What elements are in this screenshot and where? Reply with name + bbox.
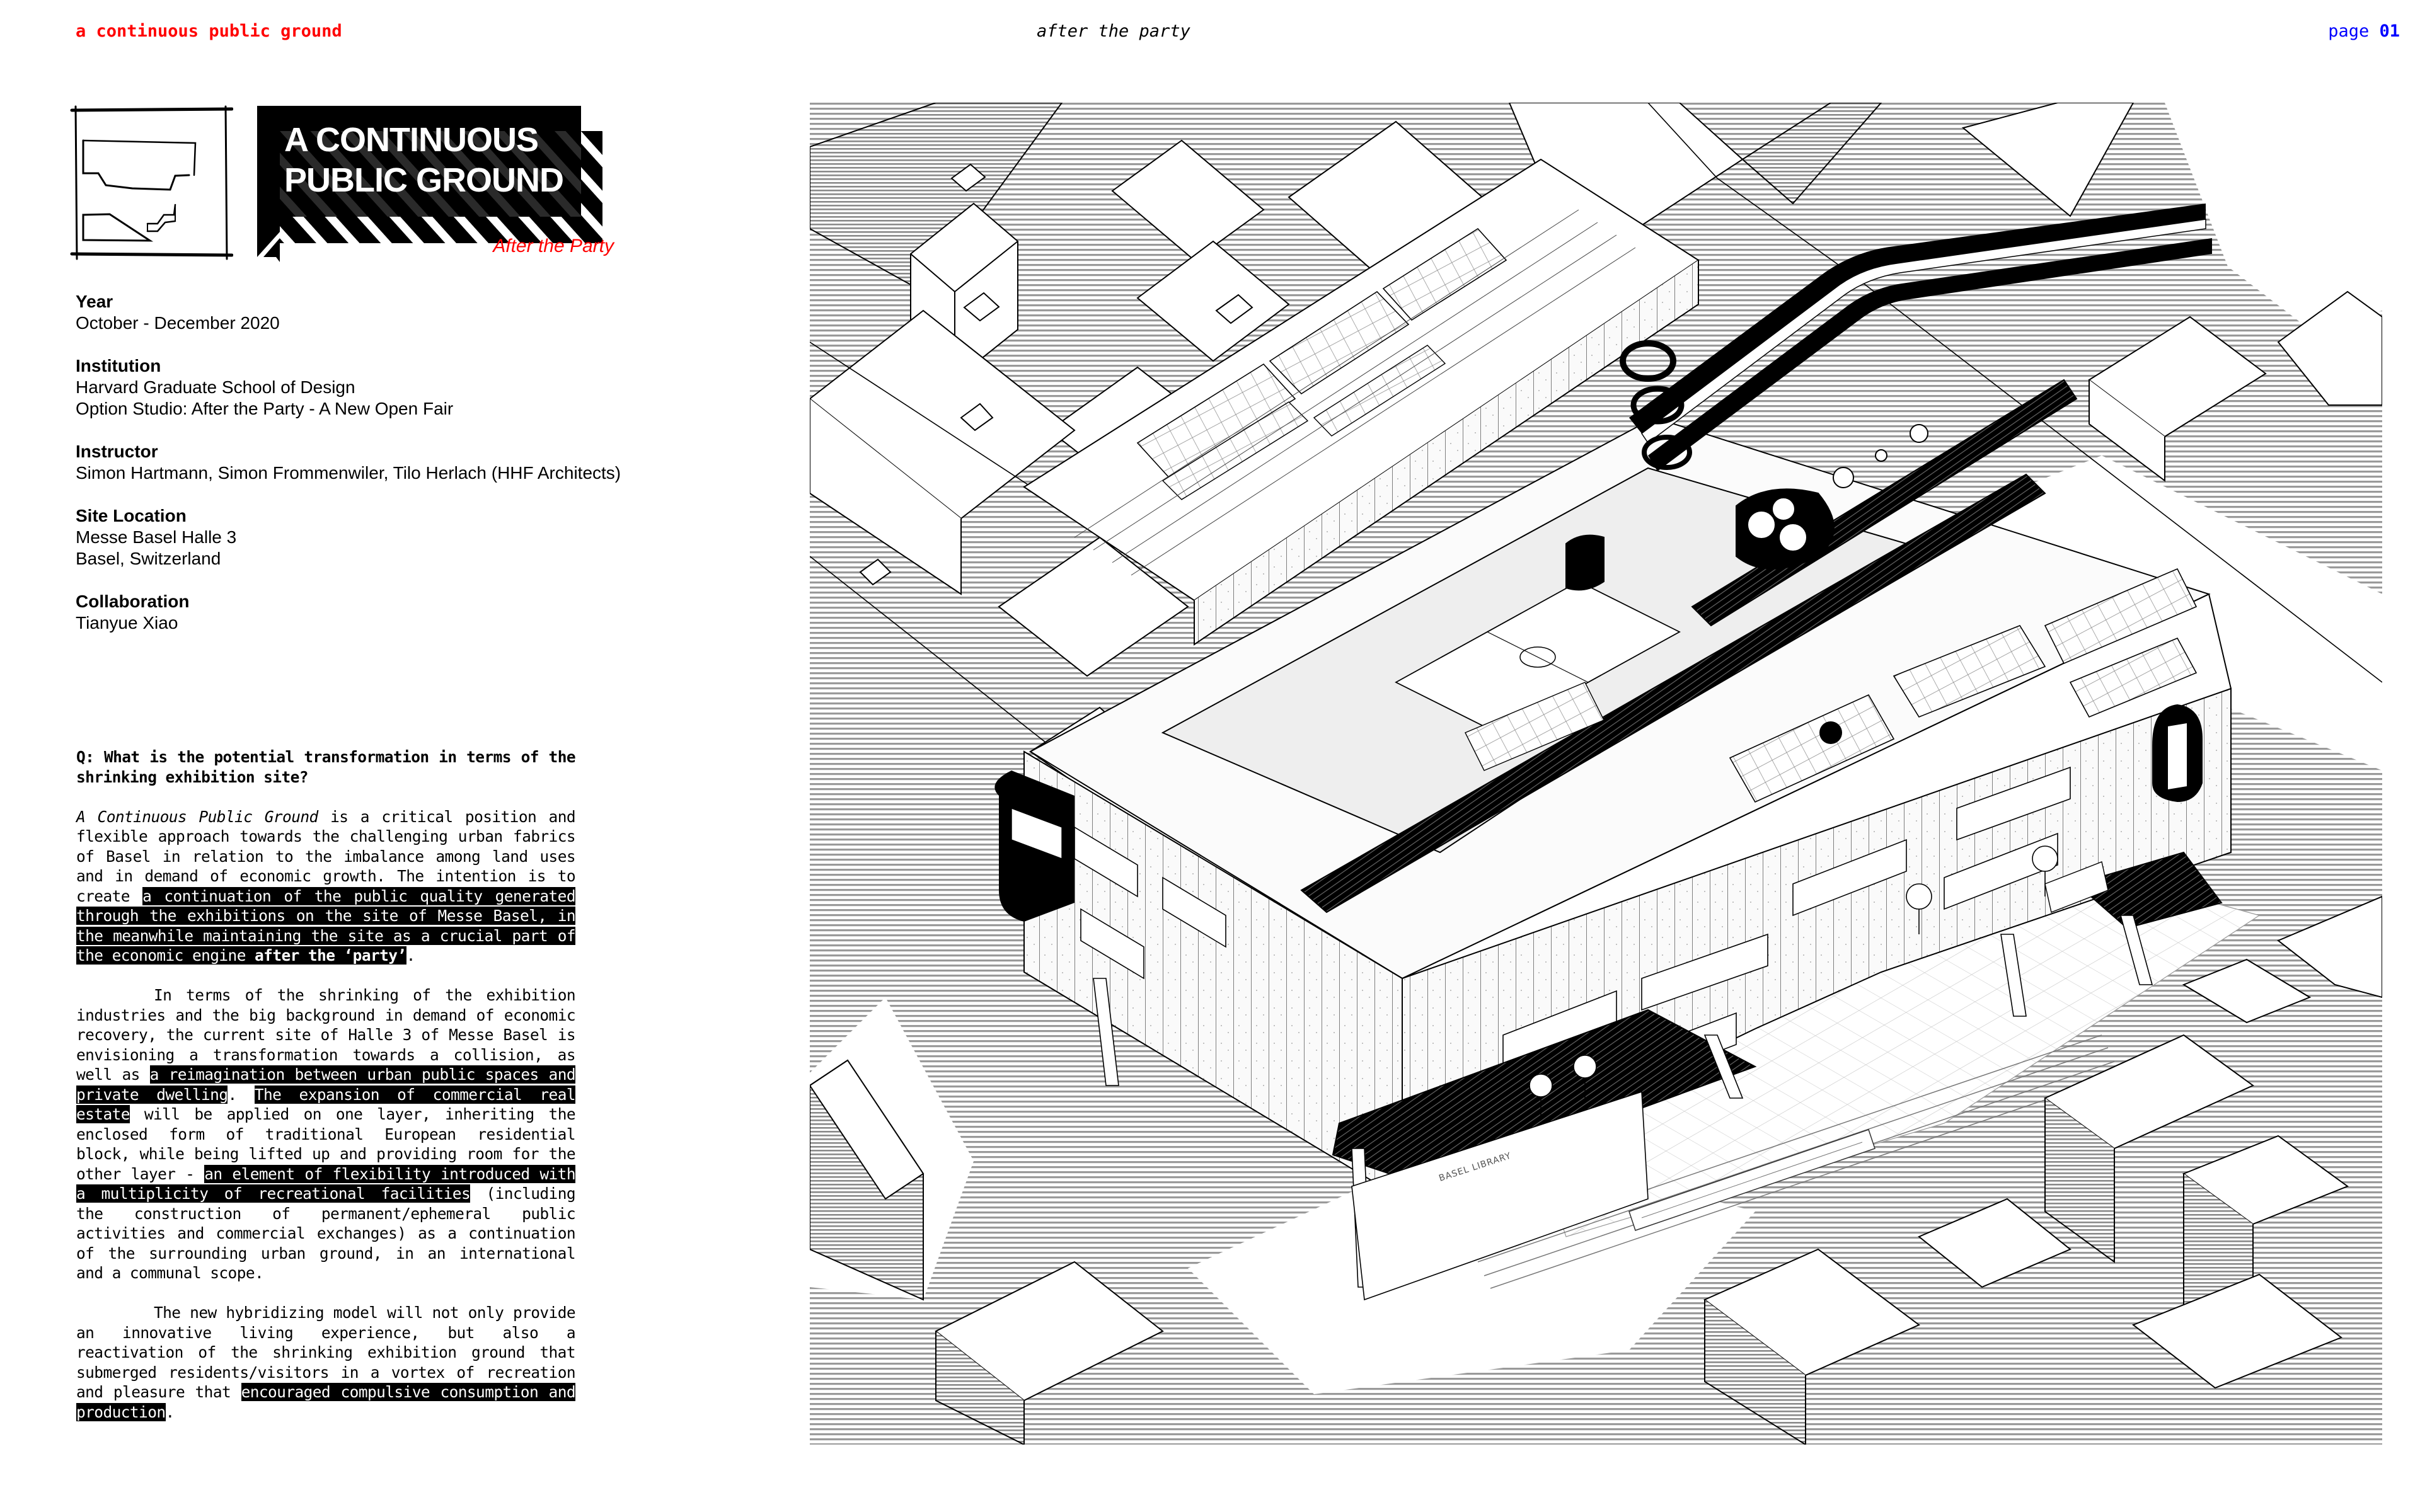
info-value: Basel, Switzerland — [76, 549, 221, 568]
essay-paragraph-3: The new hybridizing model will not only … — [76, 1303, 576, 1422]
essay-text: (including the construction of permanent… — [76, 1184, 576, 1282]
info-label: Instructor — [76, 442, 158, 461]
info-label: Site Location — [76, 506, 187, 525]
library-frontage — [1351, 1091, 1649, 1301]
essay: Q: What is the potential transformation … — [76, 747, 576, 1442]
project-title: A CONTINUOUS PUBLIC GROUND — [284, 120, 564, 200]
essay-question: Q: What is the potential transformation … — [76, 748, 576, 786]
info-value: Tianyue Xiao — [76, 613, 178, 633]
info-institution: Institution Harvard Graduate School of D… — [76, 355, 706, 420]
main-building-south-block: BASEL LIBRARY — [994, 379, 2232, 1301]
essay-text: is a critical position and flexible appr… — [76, 807, 576, 905]
terrace-lines — [1074, 209, 1636, 576]
tram — [1628, 1129, 1876, 1231]
plaza-trees — [1529, 845, 2058, 1117]
info-value: Messe Basel Halle 3 — [76, 527, 237, 547]
black-tower — [1565, 534, 1605, 591]
info-instructor: Instructor Simon Hartmann, Simon Frommen… — [76, 441, 706, 484]
project-info: Year October - December 2020 Institution… — [76, 291, 706, 655]
essay-paragraph-1: A Continuous Public Ground is a critical… — [76, 807, 576, 966]
spiral-stair — [1620, 340, 1676, 382]
project-subtitle: After the Party — [493, 236, 614, 256]
page-word: page — [2328, 21, 2370, 41]
context-buildings-south — [810, 895, 2382, 1445]
section-sketch-icon — [69, 104, 234, 261]
essay-highlight-text: a continuation of the public quality gen… — [76, 886, 576, 965]
main-building-north-wing — [1023, 158, 1700, 646]
courtyard-trees — [1736, 488, 1835, 570]
info-label: Collaboration — [76, 592, 190, 611]
info-value: Option Studio: After the Party - A New O… — [76, 399, 454, 418]
info-label: Institution — [76, 356, 161, 375]
essay-text: The new hybridizing model will not only … — [76, 1303, 576, 1401]
skywalk-ramp — [1620, 203, 2212, 471]
info-value: Simon Hartmann, Simon Frommenwiler, Tilo… — [76, 463, 621, 483]
info-year: Year October - December 2020 — [76, 291, 706, 334]
project-title-block: A CONTINUOUS PUBLIC GROUND After the Par… — [257, 106, 614, 263]
essay-text: . — [406, 946, 416, 965]
axonometric-svg: BASEL LIBRARY — [810, 103, 2382, 1445]
running-header-subtitle: after the party — [1037, 21, 1190, 41]
bus-shelter — [2044, 861, 2109, 913]
project-title-line2: PUBLIC GROUND — [284, 161, 564, 199]
balconies — [1074, 766, 2071, 1143]
essay-highlight-bold: after the ‘party’ — [255, 946, 406, 965]
info-value: Harvard Graduate School of Design — [76, 377, 355, 397]
striped-title-background — [257, 106, 602, 262]
essay-highlight: a continuation of the public quality gen… — [76, 886, 576, 965]
context-buildings-north — [810, 103, 2382, 677]
page-number-value: 01 — [2379, 21, 2400, 41]
project-title-line1: A CONTINUOUS — [284, 121, 539, 159]
black-circulation-strip — [1300, 473, 2046, 914]
essay-text: . — [165, 1402, 175, 1421]
info-site-location: Site Location Messe Basel Halle 3 Basel,… — [76, 505, 706, 570]
axonometric-drawing: BASEL LIBRARY — [810, 103, 2382, 1445]
essay-text: . — [228, 1085, 255, 1104]
essay-paragraph-2: In terms of the shrinking of the exhibit… — [76, 985, 576, 1283]
essay-italic-lead: A Continuous Public Ground — [76, 807, 318, 826]
page-number: page 01 — [2328, 20, 2400, 43]
running-header-title: a continuous public ground — [76, 21, 342, 41]
info-value: October - December 2020 — [76, 313, 280, 333]
info-collaboration: Collaboration Tianyue Xiao — [76, 591, 706, 634]
essay-text: In terms of the shrinking of the exhibit… — [76, 986, 576, 1084]
info-label: Year — [76, 292, 113, 311]
essay-text: will be applied on one layer, inheriting… — [76, 1105, 576, 1183]
